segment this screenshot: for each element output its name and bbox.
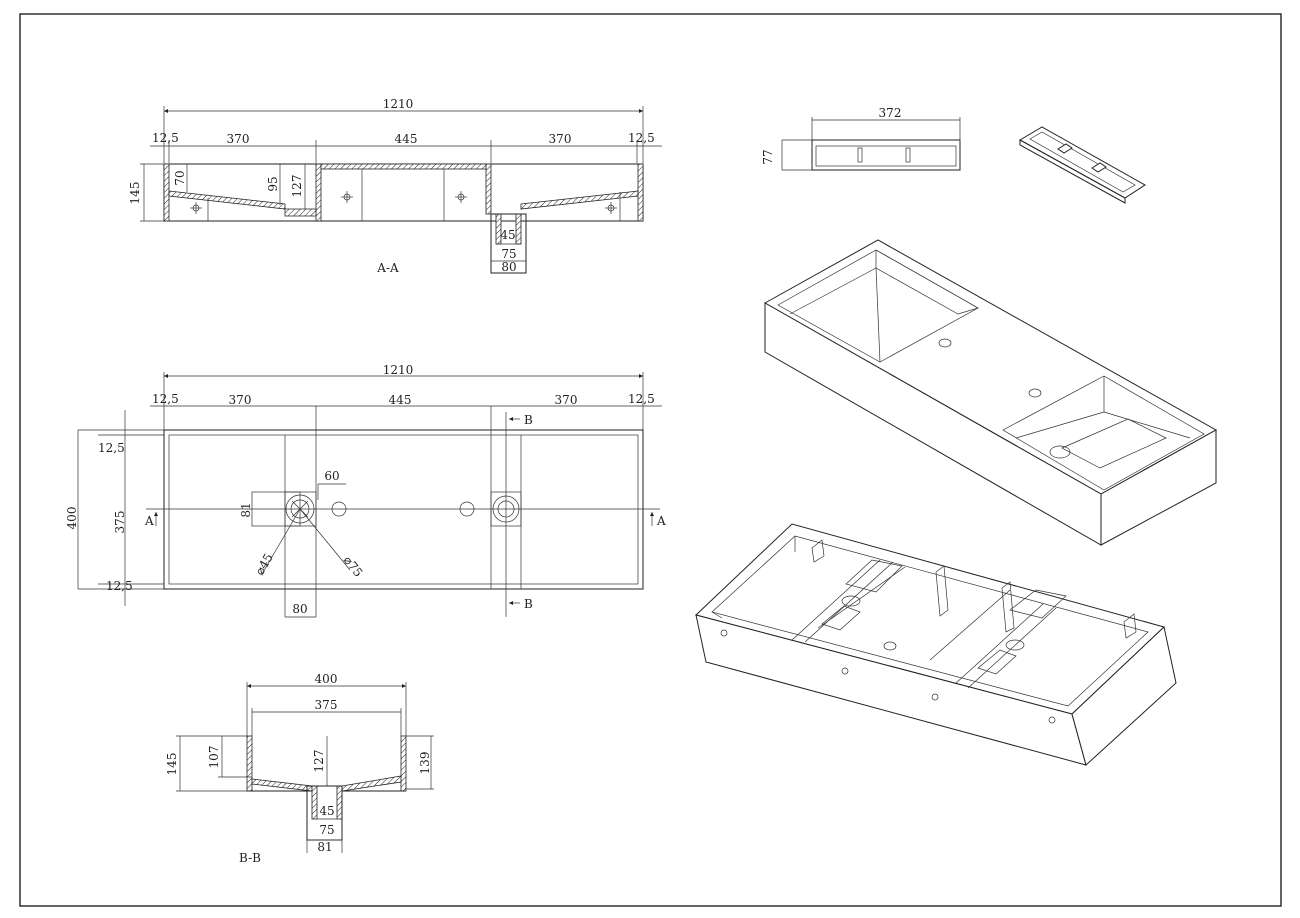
plan-dim-overall: 1210 [383, 363, 414, 377]
plan-dim-edge-top: 12,5 [98, 441, 125, 455]
bb-dim-depth-127: 127 [312, 750, 326, 773]
aa-dim-drain-75: 75 [501, 247, 516, 261]
section-aa-view: 1210 12,5 370 445 370 12,5 145 [128, 97, 662, 275]
bb-view-label: B-B [239, 851, 261, 865]
plan-section-marker-a-left: A [144, 514, 154, 528]
bb-dim-drain-45: 45 [319, 804, 334, 818]
aa-dim-edge-left: 12,5 [152, 131, 179, 145]
plan-section-marker-a-right: A [656, 514, 666, 528]
aa-dim-middle: 445 [395, 132, 418, 146]
accessory-dim-height: 77 [761, 149, 775, 164]
plan-dim-edge-bottom: 12,5 [106, 579, 133, 593]
bb-dim-drain-81: 81 [317, 840, 332, 854]
plan-section-marker-b-top: B [524, 413, 533, 427]
plan-dim-edge-left: 12,5 [152, 392, 179, 406]
plan-dim-dia-45: ⌀45 [252, 551, 275, 577]
accessory-dim-length: 372 [879, 106, 902, 120]
aa-dim-depth-70: 70 [173, 170, 187, 185]
aa-dim-right-basin: 370 [549, 132, 572, 146]
aa-dim-depth-127: 127 [290, 175, 304, 198]
aa-dim-left-basin: 370 [227, 132, 250, 146]
plan-dim-middle: 445 [389, 393, 412, 407]
section-bb-view: 400 375 145 107 127 139 45 75 [165, 672, 434, 865]
bb-dim-height-right: 139 [418, 752, 432, 775]
plan-section-marker-b-bottom: B [524, 597, 533, 611]
plan-dim-dia-75: ⌀75 [341, 553, 366, 579]
plan-dim-inner-depth: 375 [113, 511, 127, 534]
aa-dim-drain-80: 80 [501, 260, 516, 274]
plan-dim-edge-right: 12,5 [628, 392, 655, 406]
bb-dim-inner-width: 375 [315, 698, 338, 712]
bb-dim-outer-width: 400 [315, 672, 338, 686]
bb-dim-drain-75: 75 [319, 823, 334, 837]
plan-dim-drain-width: 80 [292, 602, 307, 616]
plan-dim-depth: 400 [65, 507, 79, 530]
isometric-top-view [763, 239, 1218, 546]
aa-dim-height: 145 [128, 182, 142, 205]
isometric-bottom-view [695, 523, 1177, 766]
plan-dim-left-basin: 370 [229, 393, 252, 407]
accessory-view: 372 77 [761, 106, 1146, 204]
plan-view: 1210 12,5 370 445 370 12,5 400 12,5 375 … [65, 363, 666, 618]
aa-dim-depth-95: 95 [266, 176, 280, 191]
plan-dim-drain-block: 81 [239, 502, 253, 517]
plan-dim-right-basin: 370 [555, 393, 578, 407]
aa-dim-edge-right: 12,5 [628, 131, 655, 145]
aa-view-label: A-A [376, 261, 399, 275]
bb-dim-height-left: 145 [165, 753, 179, 776]
bb-dim-depth-107: 107 [207, 746, 221, 769]
aa-dim-drain-45: 45 [500, 228, 515, 242]
aa-dim-overall: 1210 [383, 97, 414, 111]
plan-dim-tap-hole: 60 [324, 469, 339, 483]
drawing-border [19, 13, 1282, 907]
